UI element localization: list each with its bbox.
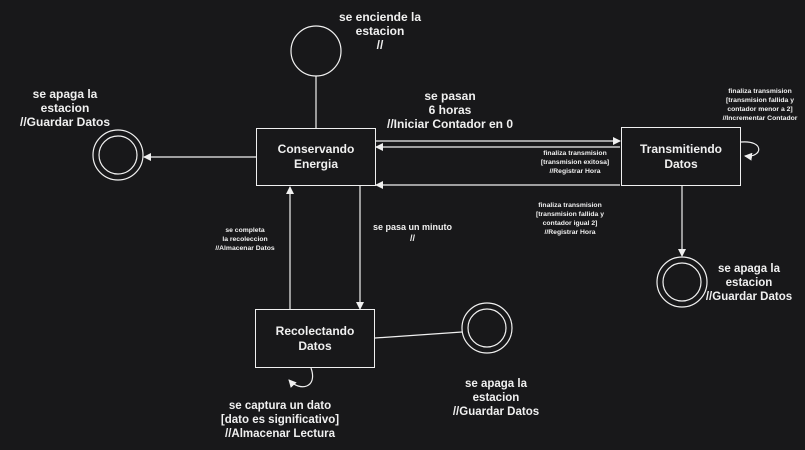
final-state-bottom xyxy=(461,302,513,354)
transition-recolectando-apagado xyxy=(374,331,463,339)
state-transmitiendo-datos: Transmitiendo Datos xyxy=(621,127,741,186)
label-minute: se pasa un minuto // xyxy=(372,222,452,243)
label-six-hours: se pasan 6 horas //Iniciar Contador en 0 xyxy=(386,89,514,131)
state-label: Transmitiendo Datos xyxy=(639,141,722,171)
label-failed-less: finaliza transmision [transmision fallid… xyxy=(722,88,798,122)
label-capture: se captura un dato [dato es significativ… xyxy=(220,400,340,440)
final-state-right xyxy=(656,256,708,308)
transition-capture-loop xyxy=(288,367,314,388)
state-recolectando-datos: Recolectando Datos xyxy=(255,309,375,368)
state-label: Recolectando Datos xyxy=(275,323,355,353)
label-failed-equal: finaliza transmision [transmision fallid… xyxy=(536,202,604,236)
state-label: Conservando Energia xyxy=(277,142,355,171)
label-final-right: se apaga la estacion //Guardar Datos xyxy=(705,263,793,303)
final-state-left xyxy=(92,129,144,181)
label-collect-done: se completa la recoleccion //Almacenar D… xyxy=(215,227,275,252)
state-conservando-energia: Conservando Energia xyxy=(256,128,376,186)
label-final-bottom: se apaga la estacion //Guardar Datos xyxy=(452,378,540,418)
transition-failed-less-loop xyxy=(740,141,760,161)
label-final-left: se apaga la estacion //Guardar Datos xyxy=(19,87,111,129)
label-success: finaliza transmision [transmision exitos… xyxy=(540,150,610,175)
label-initial: se enciende la estacion // xyxy=(338,10,422,52)
